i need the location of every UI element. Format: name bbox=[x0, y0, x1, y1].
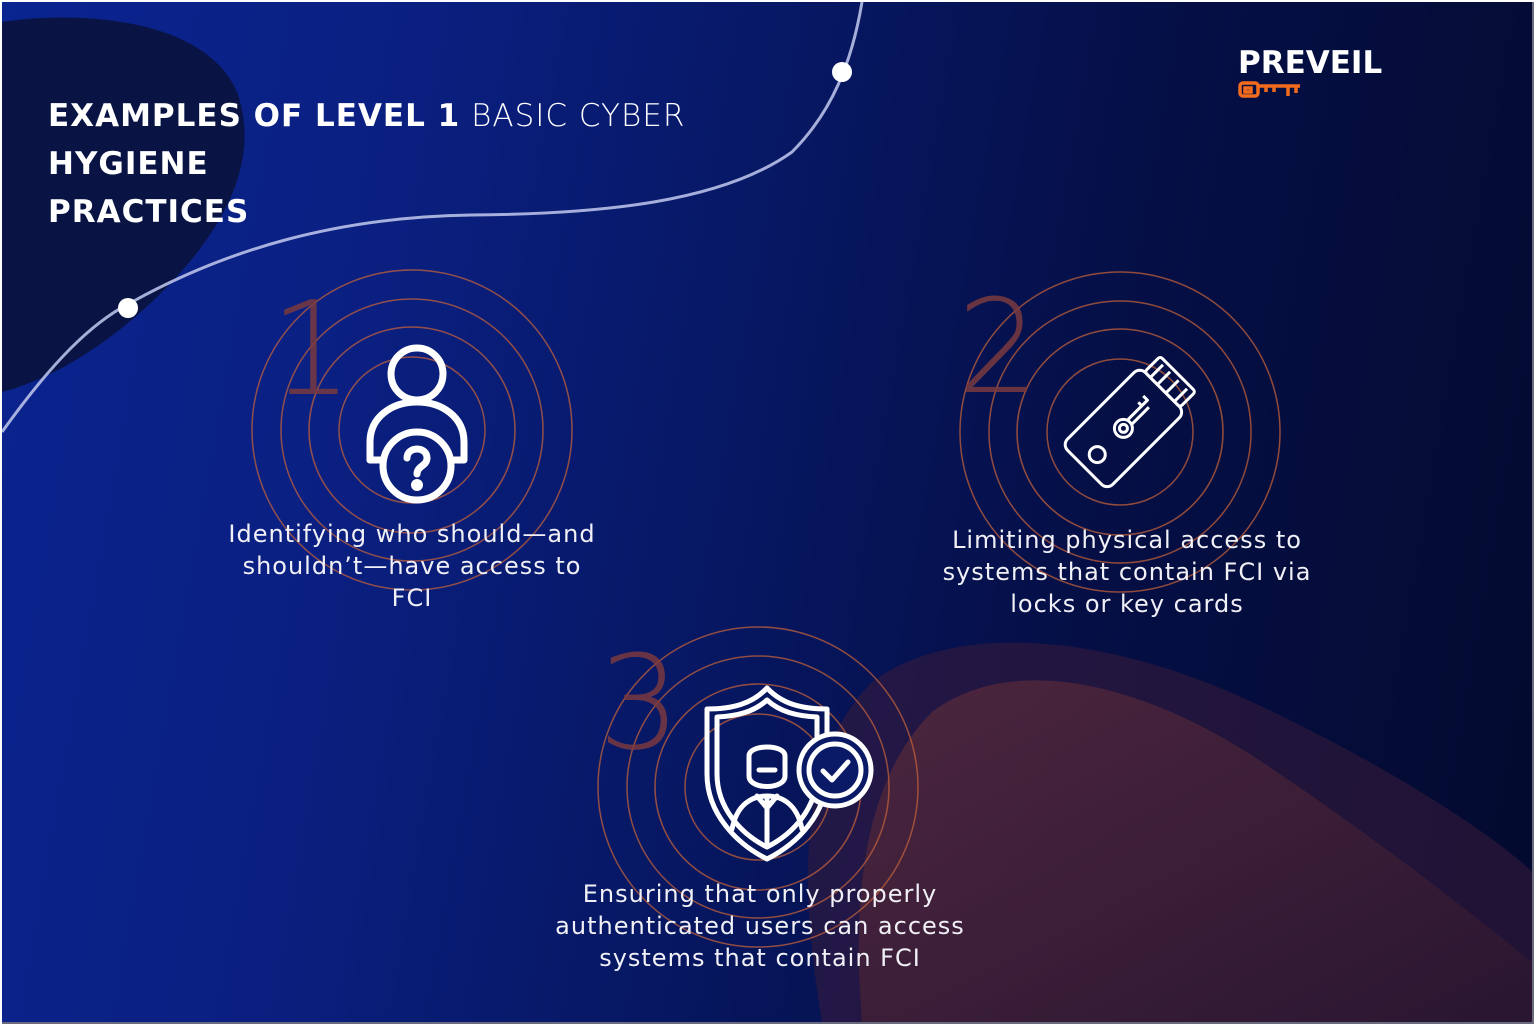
practice-description: Limiting physical access to systems that… bbox=[942, 526, 1312, 618]
practice-number: 3 bbox=[598, 627, 681, 779]
title-bold-2: HYGIENE bbox=[48, 146, 209, 182]
title-bold-1: EXAMPLES OF LEVEL 1 bbox=[48, 98, 461, 134]
rings-3 bbox=[597, 626, 919, 948]
page-title: EXAMPLES OF LEVEL 1 BASIC CYBER HYGIENE … bbox=[48, 92, 828, 236]
key-card-icon bbox=[1063, 356, 1196, 489]
practice-number: 1 bbox=[270, 273, 353, 425]
title-line-2: PRACTICES bbox=[48, 194, 250, 230]
rings-2 bbox=[959, 271, 1281, 593]
practice-description: Identifying who should—and shouldn’t—hav… bbox=[228, 520, 596, 612]
practice-number: 2 bbox=[957, 271, 1040, 423]
user-question-icon bbox=[366, 344, 468, 504]
preveil-logo: PREVEIL bbox=[1238, 46, 1382, 105]
practice-description: Ensuring that only properly authenticate… bbox=[555, 880, 965, 972]
key-icon bbox=[1238, 81, 1300, 98]
title-light: BASIC CYBER bbox=[471, 98, 686, 134]
brand-name: PREVEIL bbox=[1238, 45, 1383, 81]
shield-user-check-icon bbox=[704, 685, 874, 862]
